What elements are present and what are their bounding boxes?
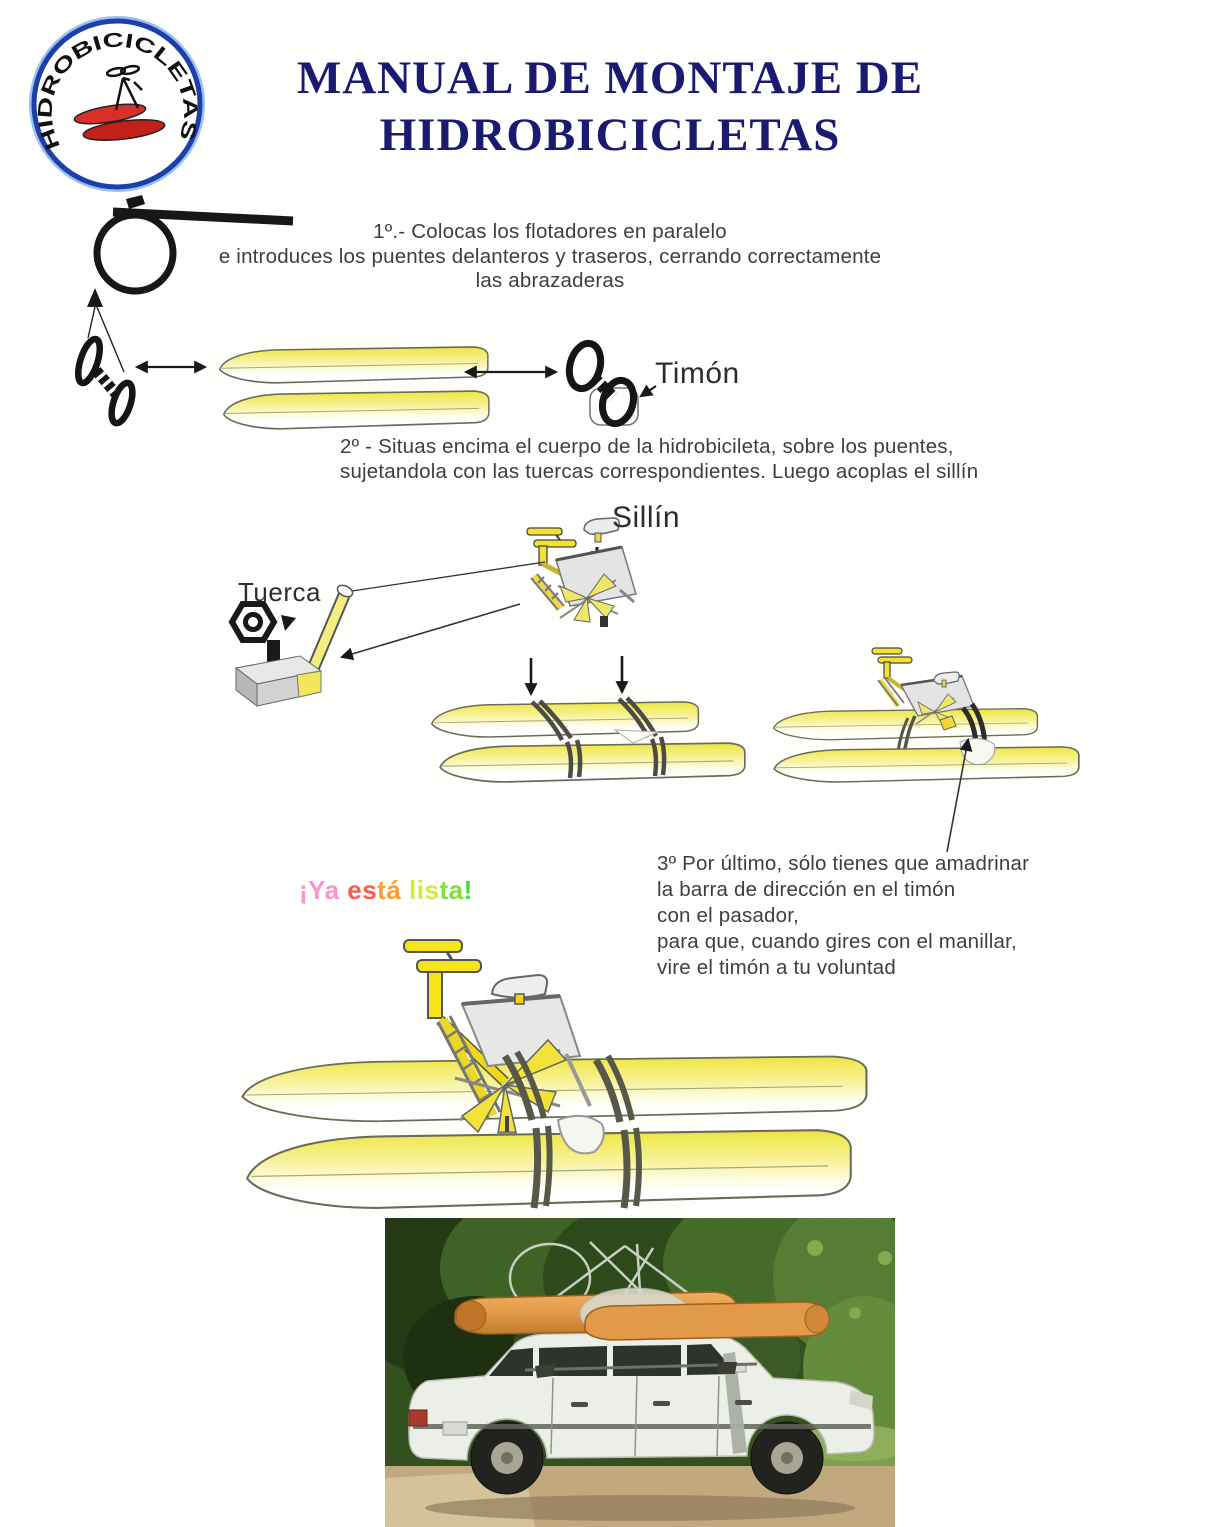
ready-banner-segment: ! [463, 875, 473, 905]
timon-label: Timón [655, 357, 740, 390]
tube-pointer-line [351, 561, 546, 592]
float-bottom [439, 742, 746, 783]
sillin-label: Sillín [612, 501, 681, 534]
hidrobicicletas-logo: HIDROBICICLETAS [29, 16, 205, 192]
bridge-socket-icon [234, 584, 354, 708]
ready-banner-segment: ta [439, 875, 464, 905]
bike-body-icon [526, 527, 637, 627]
saddle-icon [583, 517, 620, 543]
tuerca-label: Tuerca [238, 577, 321, 607]
float-top [218, 346, 489, 384]
ready-banner-segment: ¡Ya [299, 875, 348, 905]
step3-text: 3º Por último, sólo tienes que amadrinar… [657, 852, 1030, 979]
rudder-gap [613, 729, 659, 744]
ready-banner-segment: es [347, 875, 378, 905]
assembled-hydrobike-small [772, 647, 1080, 853]
propeller-blade [504, 1038, 568, 1086]
headlight [849, 1390, 873, 1410]
tuerca-pointer-arrow [339, 603, 521, 661]
license-plate [442, 1421, 468, 1436]
ready-banner-segment: lis [409, 875, 440, 905]
logo-hydrobike-illustration [73, 64, 166, 141]
bridge-icon [74, 335, 136, 427]
bridge-straps [530, 696, 658, 742]
photo-car-with-hydrobike [385, 1218, 895, 1527]
ready-banner-segment: tá [377, 875, 410, 905]
rudder-bridge-icon [565, 339, 639, 428]
step2-text: 2º - Situas encima el cuerpo de la hidro… [340, 435, 979, 483]
bridge-straps-lower [530, 1125, 642, 1209]
rudder [556, 1114, 605, 1155]
bridge-straps [502, 1050, 635, 1123]
nut-icon [228, 601, 296, 663]
photo-roof-cargo [454, 1241, 830, 1378]
ready-banner: ¡Ya está lista! [299, 875, 473, 906]
assembled-hydrobike-large [241, 939, 868, 1209]
bridge-straps-lower [564, 736, 667, 779]
timon-pointer-arrow [639, 384, 657, 398]
step1-text: 1º.- Colocas los flotadores en paralelo … [218, 220, 882, 292]
diagram-body-assembly [228, 517, 1080, 853]
tail-light [408, 1409, 428, 1427]
float-top [241, 1055, 868, 1123]
roof-pontoon [584, 1301, 829, 1341]
page-title: MANUAL DE MONTAJE DE HIDROBICICLETAS [296, 52, 924, 161]
up-arrow [87, 288, 125, 373]
propeller-blade [460, 1084, 506, 1134]
float-bottom [222, 390, 490, 430]
logo-blue-ring [31, 18, 203, 190]
diagram-floats-and-bridges [74, 195, 657, 430]
clamp-icon [93, 195, 294, 295]
pasador-pointer-arrow [946, 737, 973, 853]
